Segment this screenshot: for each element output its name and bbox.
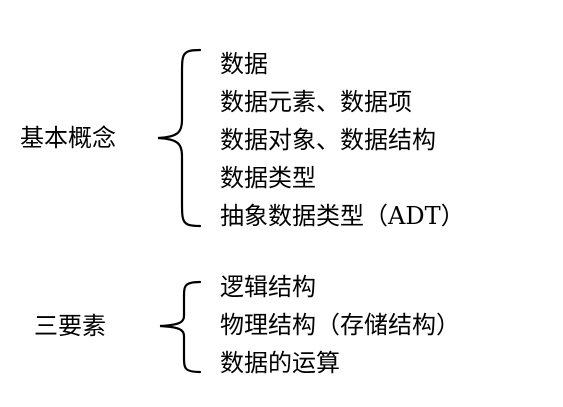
left-brace: [159, 280, 202, 374]
item-data-element: 数据元素、数据项: [220, 88, 412, 116]
group-label-three-elements: 三要素: [34, 312, 106, 340]
item-data: 数据: [220, 50, 268, 78]
concept-group-three-elements: 三要素 逻辑结构 物理结构（存储结构） 数据的运算: [0, 240, 563, 407]
item-data-object: 数据对象、数据结构: [220, 126, 436, 154]
left-brace: [157, 48, 202, 228]
item-list-three-elements: 逻辑结构 物理结构（存储结构） 数据的运算: [220, 268, 460, 382]
item-data-type: 数据类型: [220, 164, 316, 192]
item-data-operation: 数据的运算: [220, 349, 340, 377]
concept-group-basic: 基本概念 数据 数据元素、数据项 数据对象、数据结构 数据类型 抽象数据类型（A…: [20, 45, 465, 235]
item-physical-structure: 物理结构（存储结构）: [220, 311, 460, 339]
item-logical-structure: 逻辑结构: [220, 273, 316, 301]
item-adt: 抽象数据类型（ADT）: [220, 202, 465, 230]
group-label-basic: 基本概念: [20, 124, 116, 152]
item-list-basic: 数据 数据元素、数据项 数据对象、数据结构 数据类型 抽象数据类型（ADT）: [220, 45, 465, 235]
